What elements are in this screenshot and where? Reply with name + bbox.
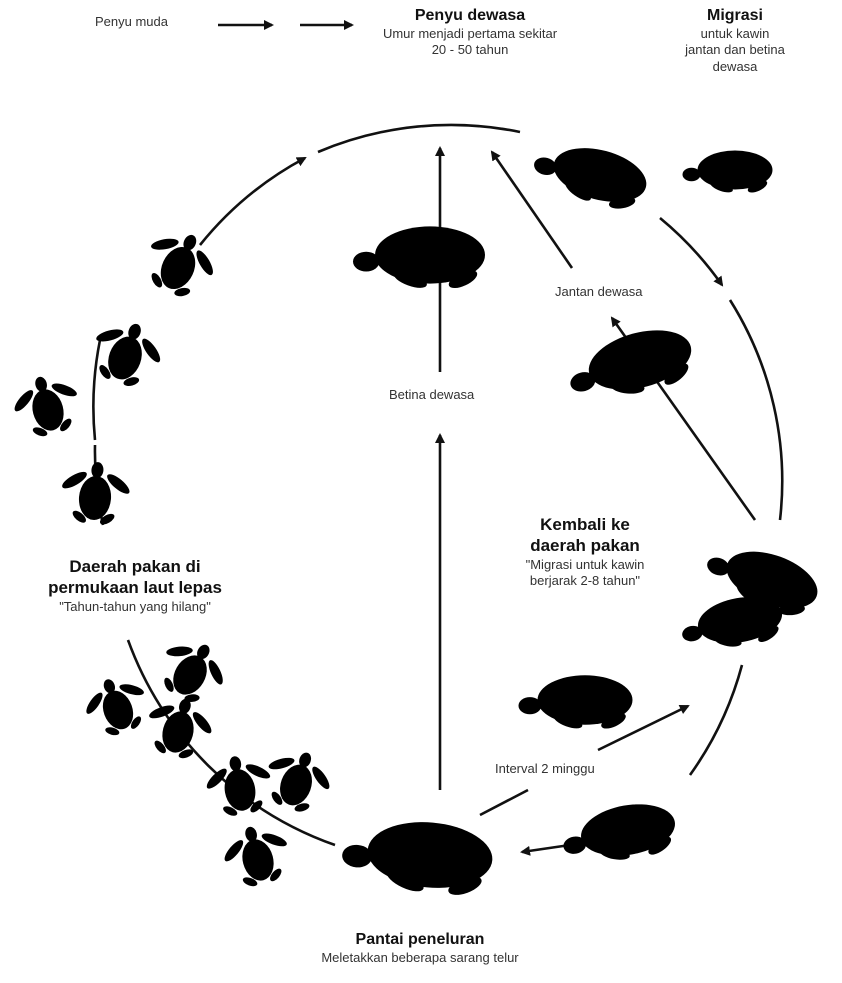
label-adult-female: Betina dewasa xyxy=(386,387,477,403)
label-migration-sub3: dewasa xyxy=(660,59,810,75)
node-adult: Penyu dewasa Umur menjadi pertama sekita… xyxy=(340,6,600,59)
label-migration-title: Migrasi xyxy=(660,6,810,26)
label-return-note1: "Migrasi untuk kawin xyxy=(490,557,680,573)
node-feeding-area: Daerah pakan di permukaan laut lepas "Ta… xyxy=(10,556,260,615)
label-adult-title: Penyu dewasa xyxy=(340,6,600,26)
label-juvenile: Penyu muda xyxy=(95,14,168,30)
label-beach-sub: Meletakkan beberapa sarang telur xyxy=(260,950,580,966)
label-feeding-title2: permukaan laut lepas xyxy=(10,577,260,598)
label-adult-age: 20 - 50 tahun xyxy=(340,42,600,58)
label-interval: Interval 2 minggu xyxy=(492,761,598,777)
arc-to-beach xyxy=(522,845,570,852)
label-migration-sub1: untuk kawin xyxy=(660,26,810,42)
arc-juvenile-to-adult xyxy=(200,158,305,245)
label-migration-sub2: jantan dan betina xyxy=(660,42,810,58)
node-return-feeding: Kembali ke daerah pakan "Migrasi untuk k… xyxy=(490,514,680,589)
label-feeding-note: "Tahun-tahun yang hilang" xyxy=(10,599,260,615)
label-return-note2: berjarak 2-8 tahun" xyxy=(490,573,680,589)
label-return-title2: daerah pakan xyxy=(490,535,680,556)
label-adult-male: Jantan dewasa xyxy=(552,284,645,300)
label-beach-title: Pantai peneluran xyxy=(260,930,580,950)
label-return-title1: Kembali ke xyxy=(490,514,680,535)
label-feeding-title1: Daerah pakan di xyxy=(10,556,260,577)
node-migration: Migrasi untuk kawin jantan dan betina de… xyxy=(660,6,810,75)
label-adult-sub: Umur menjadi pertama sekitar xyxy=(340,26,600,42)
arc-migration xyxy=(660,218,722,285)
node-nesting-beach: Pantai peneluran Meletakkan beberapa sar… xyxy=(260,930,580,966)
